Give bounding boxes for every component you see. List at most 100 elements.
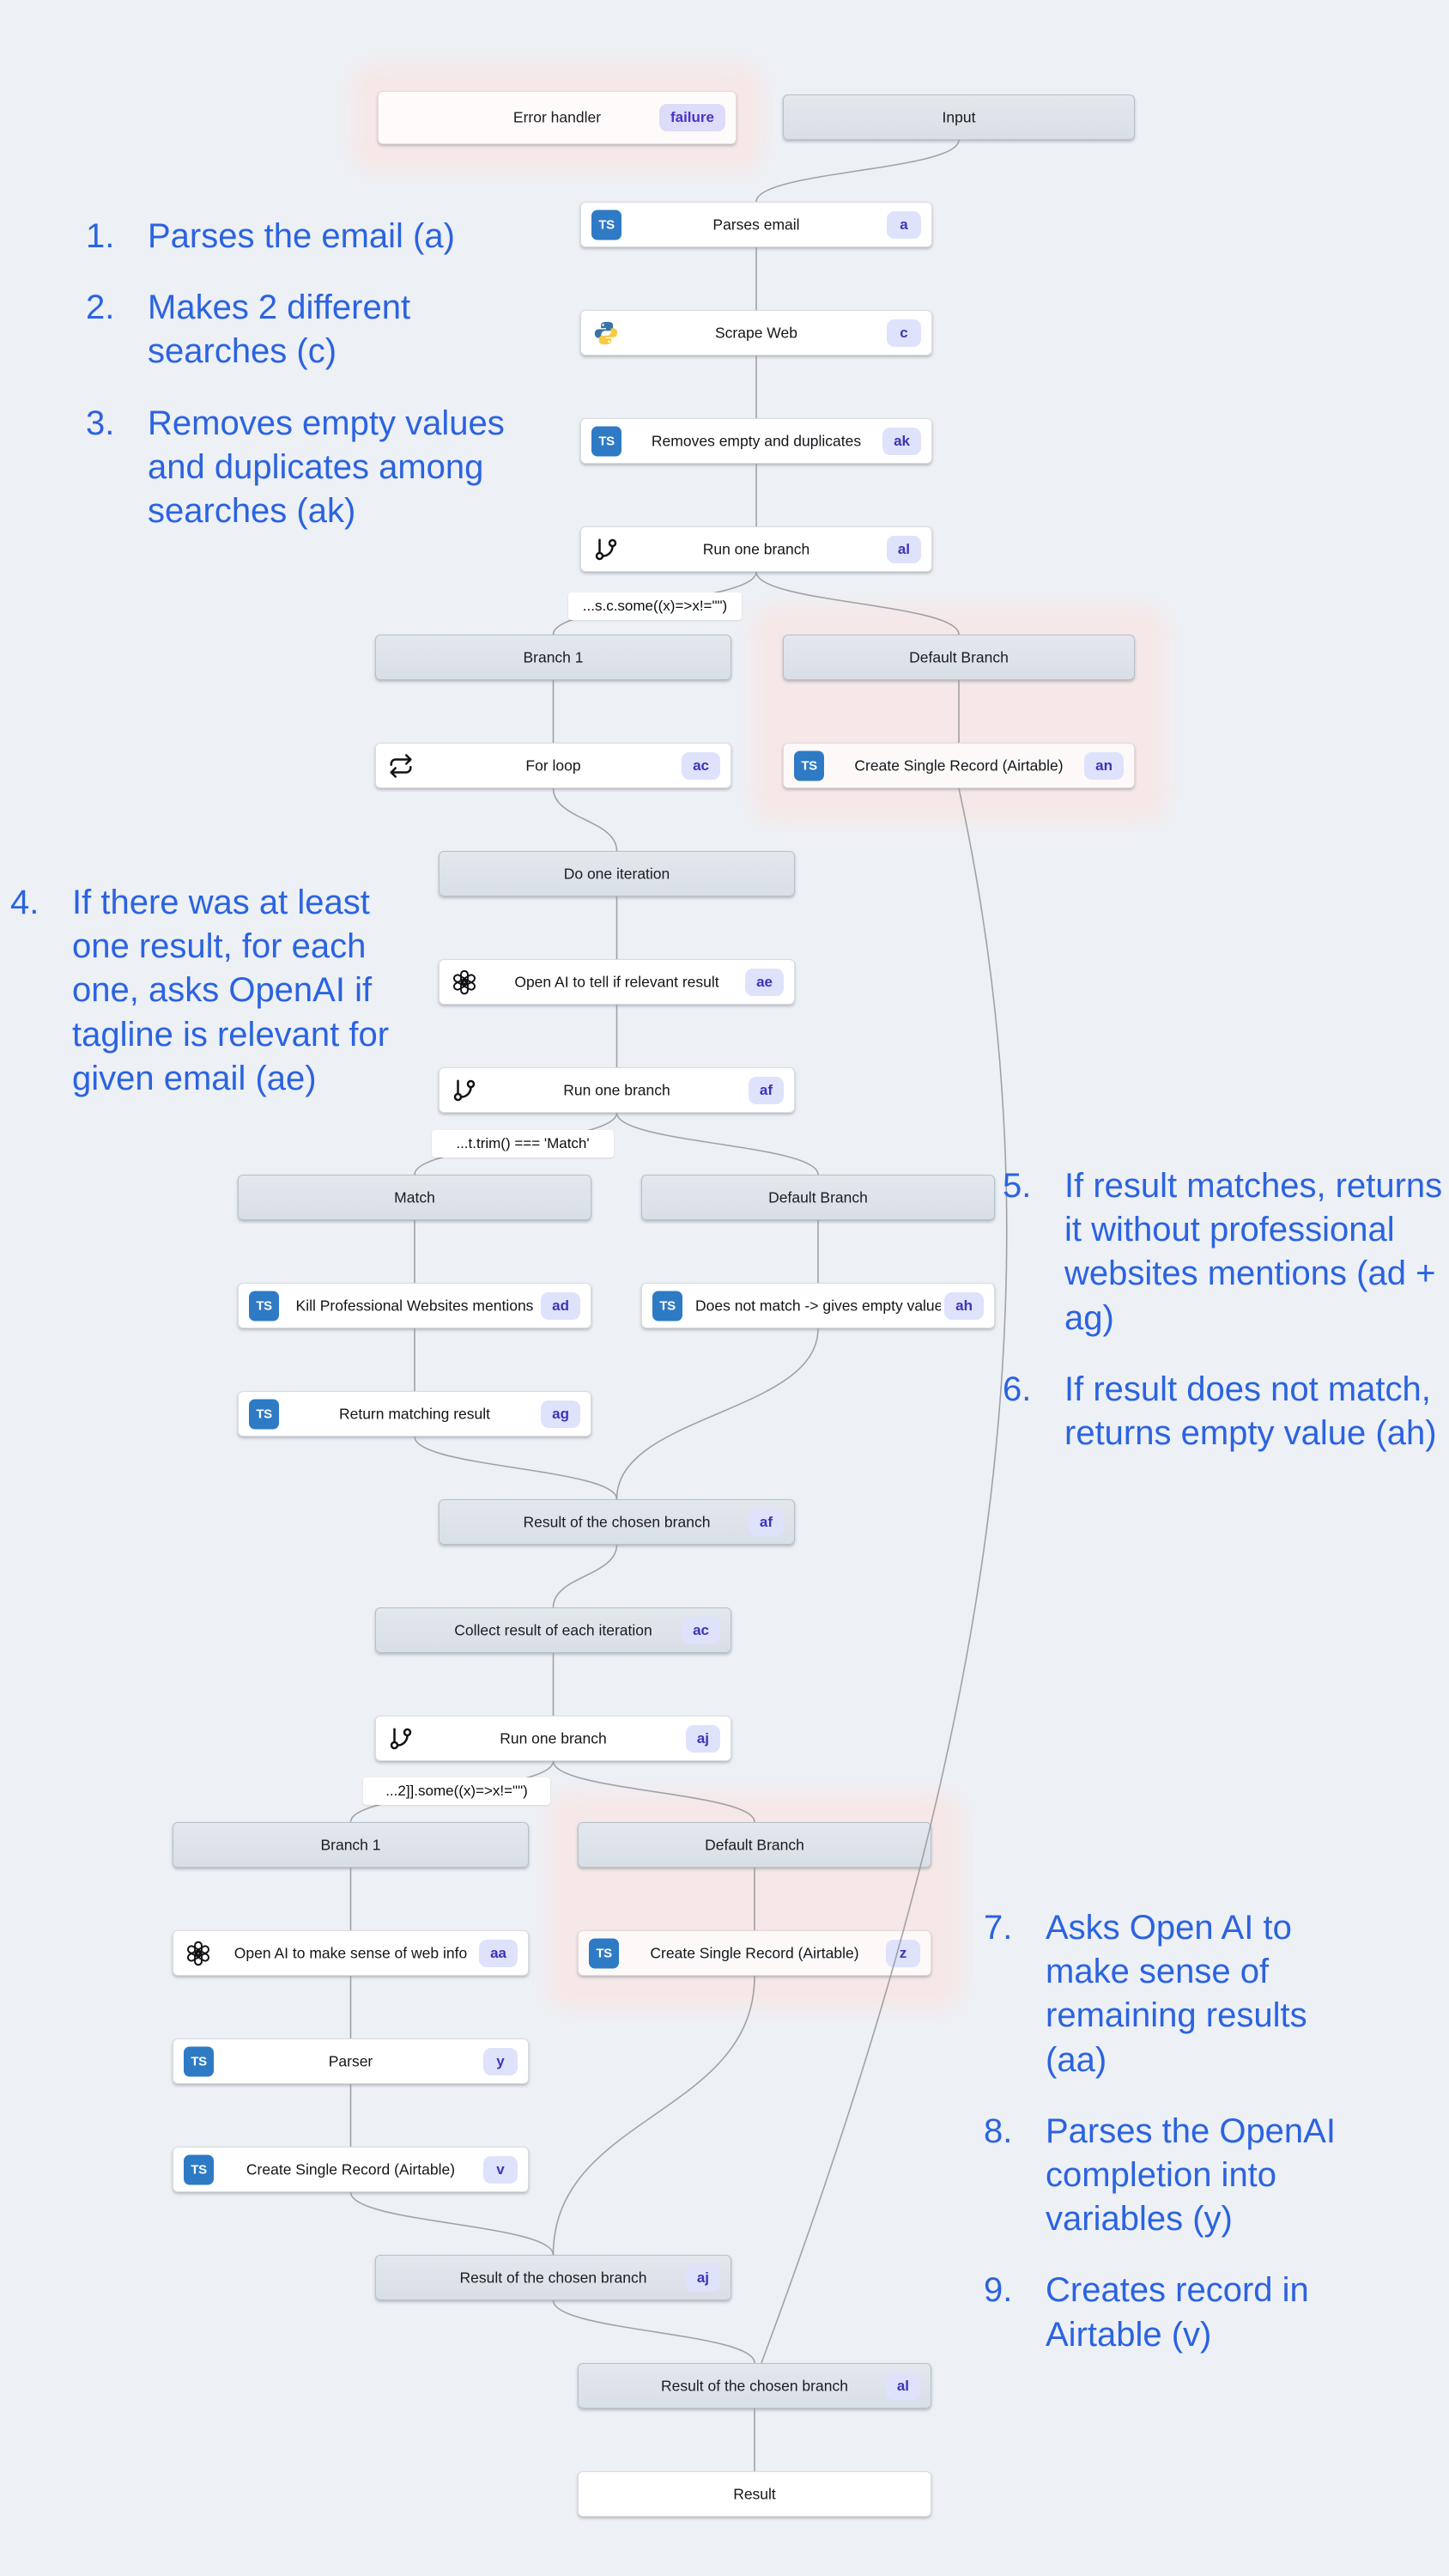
annotation-list: 1.Parses the email (a)2.Makes 2 differen… (86, 215, 534, 533)
node-label: Create Single Record (Airtable) (650, 1944, 859, 1961)
connector-edge (615, 1327, 819, 1500)
node-id-badge: ag (541, 1400, 580, 1428)
typescript-icon: TS (591, 426, 621, 456)
node-id-badge: ae (745, 968, 784, 996)
annotation-number: 9. (984, 2271, 1013, 2310)
annotation-item: 8.Parses the OpenAI completion into vari… (984, 2110, 1372, 2242)
annotation-number: 6. (1003, 1370, 1032, 1408)
node-label: Result of the chosen branch (459, 2269, 647, 2286)
node-branch-1[interactable]: Branch 1 (173, 1822, 529, 1868)
annotation-text: Asks Open AI to make sense of remaining … (1046, 1909, 1307, 2079)
node-label: Default Branch (768, 1188, 868, 1206)
node-id-badge: c (887, 319, 921, 347)
node-label: Open AI to tell if relevant result (514, 973, 719, 990)
branch-icon (595, 538, 617, 560)
annotation-number: 3. (86, 404, 115, 442)
node-id-badge: al (885, 2372, 920, 2400)
node-input[interactable]: Input (783, 94, 1135, 140)
node-id-badge: an (1084, 751, 1124, 780)
typescript-icon: TS (184, 2046, 214, 2076)
annotation-item: 1.Parses the email (a) (86, 215, 534, 258)
annotation-item: 4.If there was at least one result, for … (10, 881, 433, 1101)
typescript-icon: TS (652, 1291, 682, 1321)
node-do-one-iteration[interactable]: Do one iteration (439, 851, 795, 896)
node-id-badge: af (748, 1076, 784, 1104)
node-default-branch[interactable]: Default Branch (783, 635, 1135, 680)
branch-condition-label: ...s.c.some((x)=>x!="") (568, 592, 742, 620)
node-label: Does not match -> gives empty value (695, 1297, 941, 1314)
python-icon (594, 321, 618, 344)
node-result-chosen-branch-aj[interactable]: Result of the chosen branch aj (375, 2255, 731, 2300)
node-default-branch[interactable]: Default Branch (641, 1175, 995, 1220)
annotation-item: 5.If result matches, returns it without … (1003, 1164, 1449, 1340)
node-id-badge: ak (882, 427, 921, 455)
annotation-item: 3.Removes empty values and duplicates am… (86, 402, 534, 534)
node-branch-1[interactable]: Branch 1 (375, 635, 731, 680)
branch-icon (390, 1728, 412, 1749)
node-result[interactable]: Result (578, 2471, 931, 2517)
node-label: Parser (328, 2052, 373, 2069)
node-scrape-web[interactable]: Scrape Web c (580, 310, 932, 355)
node-label: Run one branch (563, 1081, 670, 1098)
connector-edge (615, 1112, 819, 1176)
node-label: Run one branch (500, 1729, 607, 1747)
connector-edge (552, 1975, 755, 2256)
branch-icon (453, 1079, 476, 1101)
node-id-badge: aj (685, 2263, 720, 2292)
annotation-text: If result matches, returns it without pr… (1064, 1167, 1443, 1337)
node-default-branch[interactable]: Default Branch (578, 1822, 931, 1868)
typescript-icon: TS (794, 750, 824, 781)
node-match[interactable]: Match (238, 1175, 591, 1220)
annotation-number: 7. (984, 1909, 1013, 1947)
annotation-number: 8. (984, 2111, 1013, 2150)
connector-edge (414, 1436, 618, 1500)
node-run-one-branch-af[interactable]: Run one branch af (439, 1067, 795, 1113)
node-result-chosen-branch-al[interactable]: Result of the chosen branch al (578, 2363, 931, 2409)
node-id-badge: al (886, 535, 921, 563)
node-openai-tell-if-relevant[interactable]: Open AI to tell if relevant result ae (439, 959, 795, 1005)
node-label: Collect result of each iteration (454, 1621, 652, 1638)
node-label: Result (733, 2485, 776, 2502)
node-id-badge: y (483, 2047, 518, 2075)
node-label: Create Single Record (Airtable) (246, 2160, 456, 2178)
node-removes-empty-duplicates[interactable]: TS Removes empty and duplicates ak (580, 418, 932, 464)
openai-icon (453, 969, 476, 994)
branch-condition-label: ...2]].some((x)=>x!="") (363, 1777, 550, 1805)
annotation-item: 7. Asks Open AI to make sense of remainin… (984, 1906, 1372, 2082)
connector-edge (349, 2191, 555, 2256)
node-label: Branch 1 (523, 648, 584, 665)
node-id-badge: z (886, 1939, 920, 1967)
annotation-list: 4.If there was at least one result, for … (10, 881, 433, 1101)
node-label: Scrape Web (715, 324, 797, 341)
node-label: Error handler (512, 108, 602, 126)
node-label: Match (394, 1188, 435, 1206)
annotation-number: 1. (86, 217, 115, 255)
node-label: Branch 1 (320, 1836, 381, 1853)
annotation-item: 6. If result does not match, returns empt… (1003, 1368, 1449, 1455)
node-label: Open AI to make sense of web info (233, 1944, 468, 1961)
node-label: Result of the chosen branch (661, 2377, 848, 2394)
node-label: Parses email (712, 216, 800, 233)
annotation-text: If result does not match, returns empty … (1064, 1370, 1437, 1452)
node-label: Return matching result (338, 1405, 491, 1422)
node-label: Result of the chosen branch (523, 1513, 711, 1530)
connector-edge (755, 139, 960, 203)
node-label: Do one iteration (563, 865, 670, 882)
node-parser[interactable]: TS Parser y (173, 2038, 529, 2084)
node-label: Removes empty and duplicates (651, 432, 862, 449)
